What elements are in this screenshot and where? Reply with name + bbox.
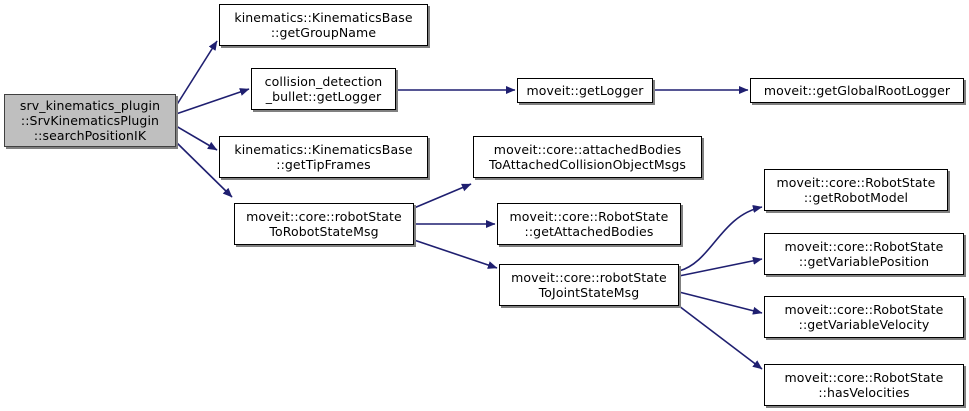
edge-robotStateToRobotStateMsg-to-attachedBodiesToMsgs	[413, 183, 472, 209]
node-getGroupName[interactable]: kinematics::KinematicsBase ::getGroupNam…	[219, 4, 428, 46]
node-label-getGroupName: kinematics::KinematicsBase ::getGroupNam…	[234, 10, 413, 40]
edge-root-to-bulletGetLogger	[175, 88, 250, 115]
node-label-hasVelocities: moveit::core::RobotState ::hasVelocities	[784, 370, 944, 400]
node-root[interactable]: srv_kinematics_plugin ::SrvKinematicsPlu…	[4, 94, 176, 147]
edge-robotStateToRobotStateMsg-to-robotStateToJointStateMsg	[413, 239, 498, 269]
node-label-attachedBodiesToMsgs: moveit::core::attachedBodies ToAttachedC…	[488, 142, 687, 172]
node-getVariablePosition[interactable]: moveit::core::RobotState ::getVariablePo…	[764, 233, 964, 275]
node-label-getTipFrames: kinematics::KinematicsBase ::getTipFrame…	[234, 142, 413, 172]
node-label-getVariablePosition: moveit::core::RobotState ::getVariablePo…	[784, 239, 944, 269]
node-getTipFrames[interactable]: kinematics::KinematicsBase ::getTipFrame…	[219, 136, 428, 178]
node-label-robotStateToJointStateMsg: moveit::core::robotState ToJointStateMsg	[511, 270, 667, 300]
node-label-moveitGetLogger: moveit::getLogger	[526, 83, 644, 98]
edge-robotStateToJointStateMsg-to-getVariablePosition	[678, 256, 763, 277]
node-hasVelocities[interactable]: moveit::core::RobotState ::hasVelocities	[764, 364, 964, 406]
edge-robotStateToJointStateMsg-to-hasVelocities	[678, 305, 763, 370]
node-robotStateToRobotStateMsg[interactable]: moveit::core::robotState ToRobotStateMsg	[234, 203, 414, 245]
edge-root-to-getGroupName	[175, 40, 218, 107]
node-getAttachedBodies[interactable]: moveit::core::RobotState ::getAttachedBo…	[497, 203, 681, 245]
edge-root-to-getTipFrames	[175, 125, 218, 151]
node-attachedBodiesToMsgs[interactable]: moveit::core::attachedBodies ToAttachedC…	[473, 136, 702, 178]
edge-robotStateToJointStateMsg-to-getRobotModel	[678, 204, 763, 272]
node-bulletGetLogger[interactable]: collision_detection _bullet::getLogger	[251, 68, 396, 110]
node-label-getAttachedBodies: moveit::core::RobotState ::getAttachedBo…	[509, 209, 669, 239]
node-label-root: srv_kinematics_plugin ::SrvKinematicsPlu…	[19, 98, 161, 143]
node-getGlobalRootLogger[interactable]: moveit::getGlobalRootLogger	[750, 78, 964, 103]
node-label-getVariableVelocity: moveit::core::RobotState ::getVariableVe…	[784, 302, 944, 332]
node-label-getGlobalRootLogger: moveit::getGlobalRootLogger	[763, 83, 951, 98]
node-robotStateToJointStateMsg[interactable]: moveit::core::robotState ToJointStateMsg	[499, 264, 679, 306]
node-moveitGetLogger[interactable]: moveit::getLogger	[517, 78, 653, 103]
node-getRobotModel[interactable]: moveit::core::RobotState ::getRobotModel	[764, 169, 948, 211]
node-label-bulletGetLogger: collision_detection _bullet::getLogger	[264, 74, 383, 104]
node-label-getRobotModel: moveit::core::RobotState ::getRobotModel	[776, 175, 936, 205]
edge-robotStateToJointStateMsg-to-getVariableVelocity	[678, 291, 763, 315]
node-getVariableVelocity[interactable]: moveit::core::RobotState ::getVariableVe…	[764, 296, 964, 338]
node-label-robotStateToRobotStateMsg: moveit::core::robotState ToRobotStateMsg	[246, 209, 402, 239]
